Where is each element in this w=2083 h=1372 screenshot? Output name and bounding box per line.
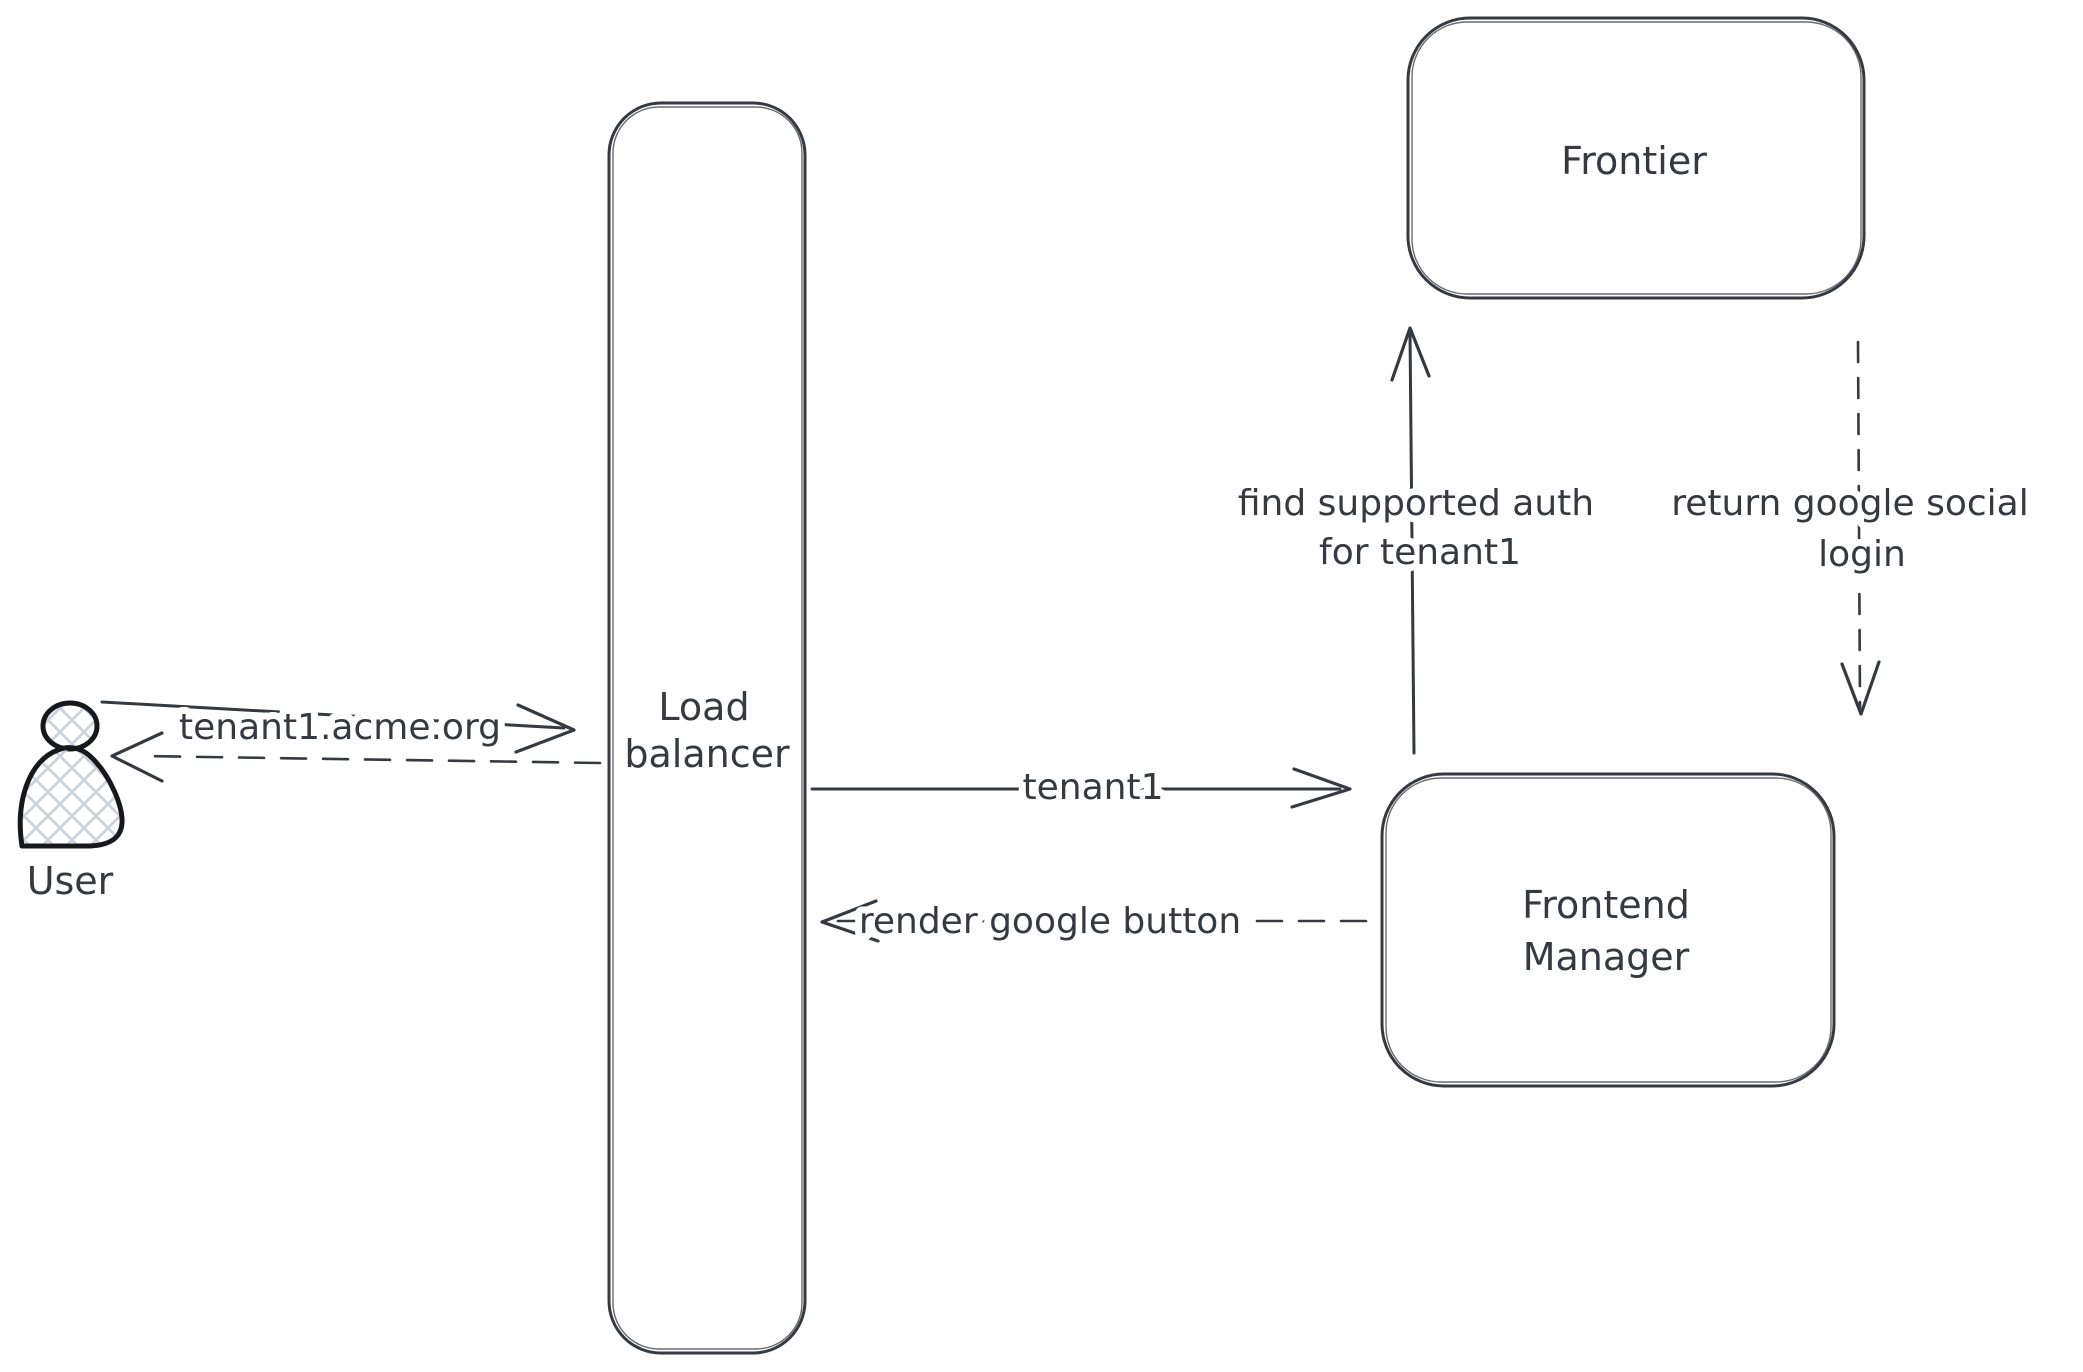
frontend-manager-node bbox=[1380, 772, 1836, 1088]
edge-label-return-google-social-line1: return google social bbox=[1671, 483, 2029, 524]
frontend-manager-label-line1: Frontend bbox=[1522, 883, 1690, 927]
load-balancer-label-line2: balancer bbox=[624, 732, 790, 776]
load-balancer-node bbox=[607, 101, 807, 1355]
user-head-icon bbox=[40, 700, 100, 752]
edge-label-tenant1-acme-org: tenant1.acme.org bbox=[179, 707, 501, 748]
frontier-node bbox=[1406, 16, 1866, 300]
edge-label-tenant1: tenant1 bbox=[1023, 767, 1164, 808]
frontend-manager-label-line2: Manager bbox=[1523, 935, 1690, 979]
arrowhead-left-icon bbox=[110, 731, 164, 783]
arrowhead-right-icon bbox=[1290, 767, 1352, 809]
arrowhead-up-icon bbox=[1390, 326, 1431, 382]
edge-frontend-manager-to-load-balancer bbox=[820, 899, 1368, 943]
user-actor-icon bbox=[17, 700, 125, 849]
edge-load-balancer-to-frontend-manager bbox=[810, 767, 1352, 809]
load-balancer-label-line1: Load bbox=[658, 685, 749, 729]
edge-label-return-google-social-line2: login bbox=[1818, 534, 1906, 575]
edge-user-to-load-balancer bbox=[100, 700, 576, 754]
frontier-label: Frontier bbox=[1561, 139, 1707, 183]
edge-frontier-to-frontend-manager bbox=[1840, 340, 1881, 716]
edge-load-balancer-to-user bbox=[110, 731, 602, 783]
edge-frontend-manager-to-frontier bbox=[1390, 326, 1431, 755]
edge-label-render-google-button: render google button bbox=[859, 901, 1241, 942]
user-body-icon bbox=[17, 745, 125, 849]
edge-label-find-supported-auth-line2: for tenant1 bbox=[1319, 532, 1521, 573]
arrowhead-right-icon bbox=[514, 703, 576, 754]
edge-label-find-supported-auth-line1: find supported auth bbox=[1238, 483, 1594, 524]
arrowhead-down-icon bbox=[1840, 660, 1881, 716]
user-label: User bbox=[27, 859, 114, 903]
arrowhead-left-icon bbox=[820, 899, 880, 943]
